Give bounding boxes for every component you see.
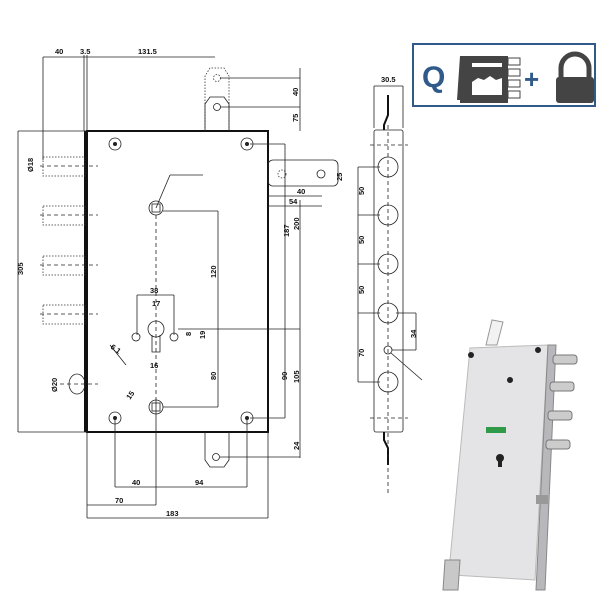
dim-h80: 80 <box>209 372 218 380</box>
dim-angle-15: 15 <box>124 389 136 401</box>
dim-h105: 105 <box>292 370 301 383</box>
dim-h200: 200 <box>292 217 301 230</box>
top-tab-lower <box>204 96 230 131</box>
dim-h19: 19 <box>198 331 207 339</box>
security-logo: Q + <box>412 43 596 107</box>
dim-top-40: 40 <box>55 47 63 56</box>
dim-right-40: 40 <box>291 88 300 96</box>
side-view: 30.5 50 50 50 70 34 <box>357 75 423 495</box>
dim-top-131-5: 131.5 <box>138 47 157 56</box>
screw-holes <box>108 137 254 425</box>
top-tab-upper <box>204 67 230 131</box>
dim-b70: 70 <box>115 496 123 505</box>
dim-h24: 24 <box>292 441 301 450</box>
dim-h305: 305 <box>16 262 25 275</box>
dim-s4-70: 70 <box>357 349 366 357</box>
dim-right-75: 75 <box>291 114 300 122</box>
dim-latch-54: 54 <box>289 197 298 206</box>
dim-h120: 120 <box>209 265 218 278</box>
latch <box>267 159 339 187</box>
dimension-lines <box>17 55 322 519</box>
dim-s3-50: 50 <box>357 286 366 294</box>
dim-d18: Ø18 <box>26 158 35 172</box>
dim-s2-50: 50 <box>357 236 366 244</box>
logo-q-letter: Q <box>422 61 445 94</box>
dim-b183: 183 <box>166 509 179 518</box>
dimension-labels: 40 3.5 131.5 40 75 25 40 54 Ø18 305 187 … <box>16 47 344 518</box>
dim-h187: 187 <box>282 224 291 237</box>
dim-latch-40: 40 <box>297 187 305 196</box>
dim-b40: 40 <box>132 478 140 487</box>
cylinder-cutout <box>131 215 179 400</box>
dim-latch-25: 25 <box>335 173 344 181</box>
dim-d20: Ø20 <box>50 378 59 392</box>
lock-body <box>86 130 269 433</box>
dim-w16: 16 <box>150 361 158 370</box>
dim-h8: 8 <box>184 332 193 336</box>
dim-top-3-5: 3.5 <box>80 47 90 56</box>
dim-w17: 17 <box>152 299 160 308</box>
dim-s34: 34 <box>409 329 418 338</box>
key-card-icon <box>457 56 521 103</box>
dim-h90: 90 <box>280 372 289 380</box>
dim-b94: 94 <box>195 478 204 487</box>
dim-w38: 38 <box>150 286 158 295</box>
front-view: 40 3.5 131.5 40 75 25 40 54 Ø18 305 187 … <box>16 47 344 519</box>
dim-w30-5: 30.5 <box>381 75 396 84</box>
bolts <box>40 156 98 395</box>
dim-s1-50: 50 <box>357 187 366 195</box>
lock-photo <box>442 319 578 591</box>
faceplate <box>373 129 404 433</box>
bottom-tab <box>204 432 230 468</box>
dim-ang-6-1: 6.1 <box>109 342 123 355</box>
logo-plus: + <box>524 64 539 94</box>
padlock-icon <box>556 51 594 103</box>
